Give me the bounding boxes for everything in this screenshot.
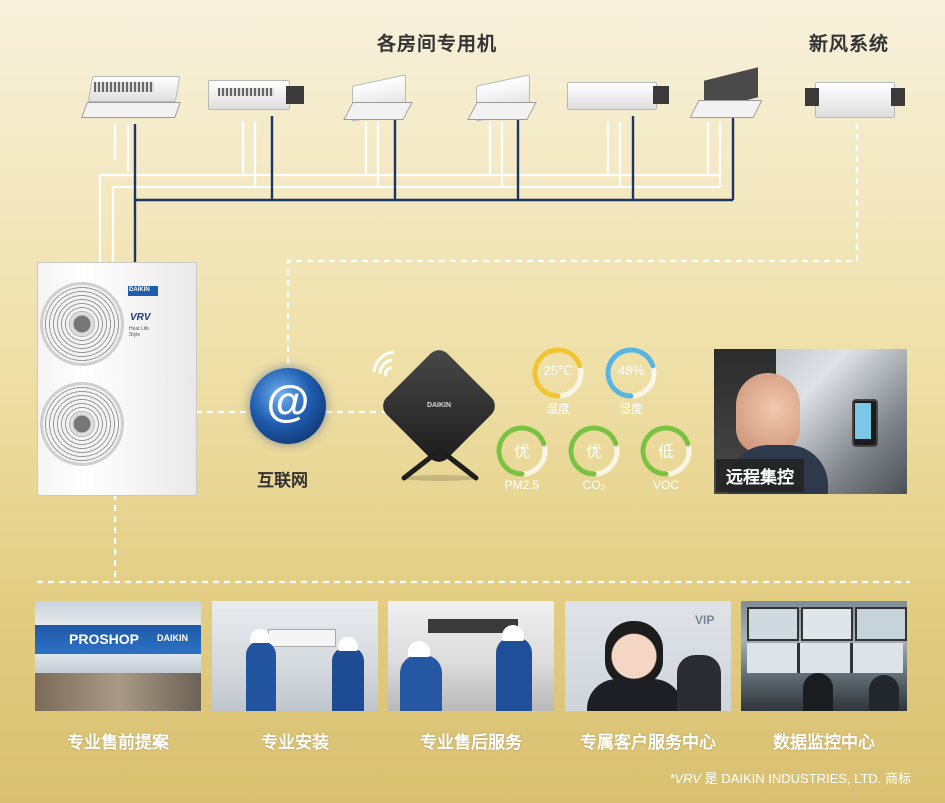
vrv-tagline: Heat Life Style: [129, 326, 150, 338]
trademark-text: 是 DAIKIN INDUSTRIES, LTD. 商标: [701, 771, 911, 786]
indoor-units-heading: 各房间专用机: [377, 34, 498, 55]
proshop-daikin-sign: DAIKIN: [157, 633, 188, 643]
humidity-value: 48%: [617, 363, 645, 378]
vip-sign: VIP: [695, 613, 715, 627]
pm25-value: 优: [513, 444, 530, 461]
co2-value: 优: [585, 444, 602, 461]
voc-label: VOC: [652, 478, 679, 492]
white-pipes: [98, 122, 722, 262]
at-symbol: @: [266, 377, 310, 426]
voc-gauge: 低: [639, 424, 693, 478]
fresh-air-unit: [805, 78, 907, 124]
gateway-brand: DAIKIN: [426, 402, 452, 409]
service-caption-installation: 专业安装: [261, 733, 329, 752]
installation-photo: [212, 601, 378, 711]
wifi-icon: [372, 350, 395, 377]
daikin-logo-text: DAIKIN: [129, 287, 150, 293]
wall-mounted-unit: [81, 72, 182, 127]
after-sales-photo: [388, 601, 554, 711]
service-caption-monitoring: 数据监控中心: [773, 733, 875, 752]
temperature-value: 25℃: [543, 363, 573, 378]
proshop-photo: PROSHOP DAIKIN: [35, 601, 201, 711]
gateway-stand: [401, 448, 479, 481]
remote-control-label: 远程集控: [716, 459, 804, 492]
cassette-unit-2: [467, 72, 537, 124]
vrv-label: VRV: [130, 312, 151, 323]
customer-service-photo: VIP: [565, 601, 731, 711]
network-links: [37, 123, 910, 584]
man-face: [736, 373, 800, 453]
voc-value: 低: [657, 444, 674, 461]
navy-pipes: [133, 116, 735, 262]
humidity-gauge: 48%: [604, 346, 658, 400]
humidity-label: 湿度: [618, 402, 643, 416]
co2-gauge: 优: [567, 424, 621, 478]
ducted-unit-2: [567, 82, 671, 120]
cassette-unit-3: [689, 67, 770, 124]
fresh-air-heading: 新风系统: [809, 34, 890, 55]
pm25-gauge: 优: [495, 424, 549, 478]
outdoor-fan-bottom: [40, 382, 124, 466]
outdoor-brand-panel: DAIKIN VRV Heat Life Style: [128, 286, 158, 396]
service-caption-aftersales: 专业售后服务: [420, 733, 522, 752]
ducted-unit-1: [208, 80, 306, 122]
trademark-footnote: *VRV 是 DAIKIN INDUSTRIES, LTD. 商标: [669, 768, 911, 787]
cassette-unit-1: [343, 72, 413, 124]
service-caption-presales: 专业售前提案: [67, 733, 169, 752]
service-caption-customer-center: 专属客户服务中心: [580, 733, 716, 752]
trademark-mark: *VRV: [669, 771, 702, 786]
internet-globe-icon: @: [250, 368, 326, 444]
outdoor-fan-top: [40, 282, 124, 366]
temperature-label: 温度: [545, 402, 570, 416]
internet-label: 互联网: [257, 471, 308, 490]
smartphone-screen: [855, 403, 871, 439]
co2-label: CO₂: [582, 478, 606, 492]
proshop-sign: PROSHOP: [69, 631, 140, 647]
temperature-gauge: 25℃: [531, 346, 585, 400]
pm25-label: PM2.5: [504, 478, 540, 492]
data-monitoring-photo: [741, 601, 907, 711]
